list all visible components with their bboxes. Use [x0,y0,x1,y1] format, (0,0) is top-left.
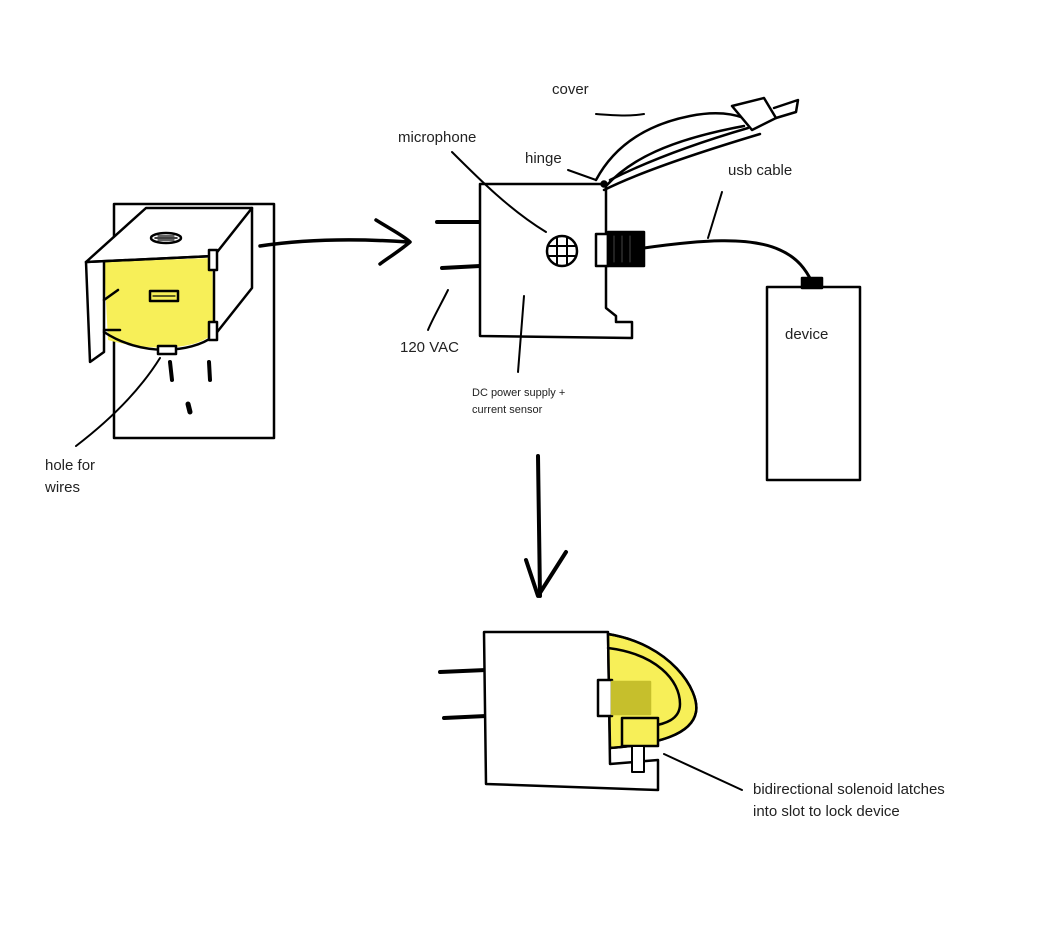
arrow-down [526,456,566,596]
label-120-vac: 120 VAC [400,337,459,359]
device-box [767,278,860,480]
outlet-cover-box [86,208,252,362]
label-power-supply: DC power supply + current sensor [472,385,565,418]
label-usb-cable: usb cable [728,160,792,182]
label-microphone: microphone [398,127,476,149]
label-solenoid: bidirectional solenoid latches into slot… [753,779,945,823]
label-hinge: hinge [525,148,562,170]
label-device: device [785,324,828,346]
label-hole-for-wires: hole for wires [45,455,95,499]
usb-cable [644,241,812,282]
usb-plug-icon [596,232,644,266]
module-open [437,182,644,339]
label-cover: cover [552,79,589,101]
module-locked [440,632,696,790]
arrow-right [260,220,410,264]
